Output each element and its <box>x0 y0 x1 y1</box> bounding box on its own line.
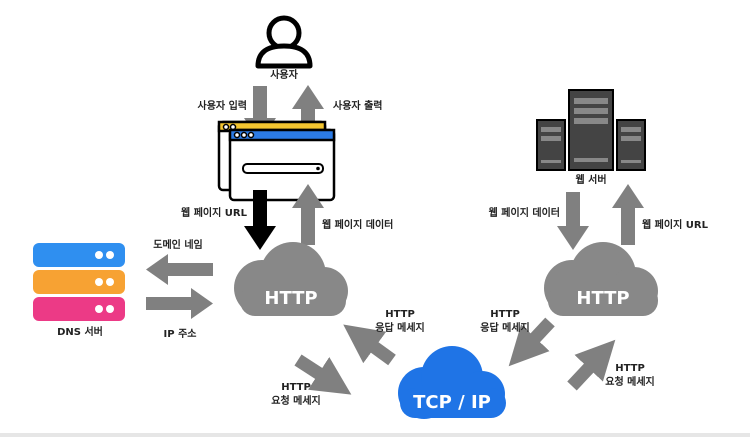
webpage-data-down-arrow <box>557 192 589 250</box>
http-client-cloud <box>234 242 348 316</box>
http-response-right-line1: HTTP <box>490 309 520 320</box>
webpage-url-right-label: 웹 페이지 URL <box>642 218 709 231</box>
browser-window-icon <box>217 120 336 202</box>
webpage-data-left-label: 웹 페이지 데이터 <box>322 218 393 231</box>
server-icon <box>536 89 646 171</box>
user-output-arrow <box>292 85 324 122</box>
http-request-left-arrow <box>294 354 352 395</box>
user-input-label: 사용자 입력 <box>198 99 247 112</box>
dns-server-label: DNS 서버 <box>57 325 103 338</box>
http-server-label: HTTP <box>576 288 629 309</box>
http-response-right-line2: 응답 메세지 <box>480 321 529 334</box>
webpage-url-up-arrow <box>612 184 644 245</box>
http-response-right-arrow <box>508 317 555 367</box>
domain-name-label: 도메인 네임 <box>153 238 202 251</box>
url-black-arrow <box>244 190 276 250</box>
http-request-left-line2: 요청 메세지 <box>271 394 320 407</box>
http-client-label: HTTP <box>264 288 317 309</box>
bottom-divider <box>0 433 750 437</box>
domain-name-arrow <box>146 254 213 285</box>
http-response-left-arrow <box>343 324 396 366</box>
user-label: 사용자 <box>270 68 298 81</box>
webpage-url-left-label: 웹 페이지 URL <box>181 206 248 219</box>
http-request-left-line1: HTTP <box>281 382 311 393</box>
ip-address-label: IP 주소 <box>164 328 197 340</box>
http-server-cloud <box>544 242 658 316</box>
http-request-right-line2: 요청 메세지 <box>605 375 654 388</box>
http-request-right-arrow <box>567 339 616 391</box>
dns-server-icon <box>33 243 125 321</box>
webpage-data-right-label: 웹 페이지 데이터 <box>489 206 560 219</box>
tcp-ip-label: TCP / IP <box>413 392 491 413</box>
webpage-data-up-arrow <box>292 184 324 245</box>
http-response-left-line1: HTTP <box>385 309 415 320</box>
user-icon <box>255 15 313 69</box>
http-request-right-line1: HTTP <box>615 363 645 374</box>
ip-address-arrow <box>146 288 213 319</box>
http-response-left-line2: 응답 메세지 <box>375 321 424 334</box>
tcp-ip-cloud <box>398 346 506 419</box>
web-server-label: 웹 서버 <box>575 173 606 186</box>
user-output-label: 사용자 출력 <box>333 99 382 112</box>
